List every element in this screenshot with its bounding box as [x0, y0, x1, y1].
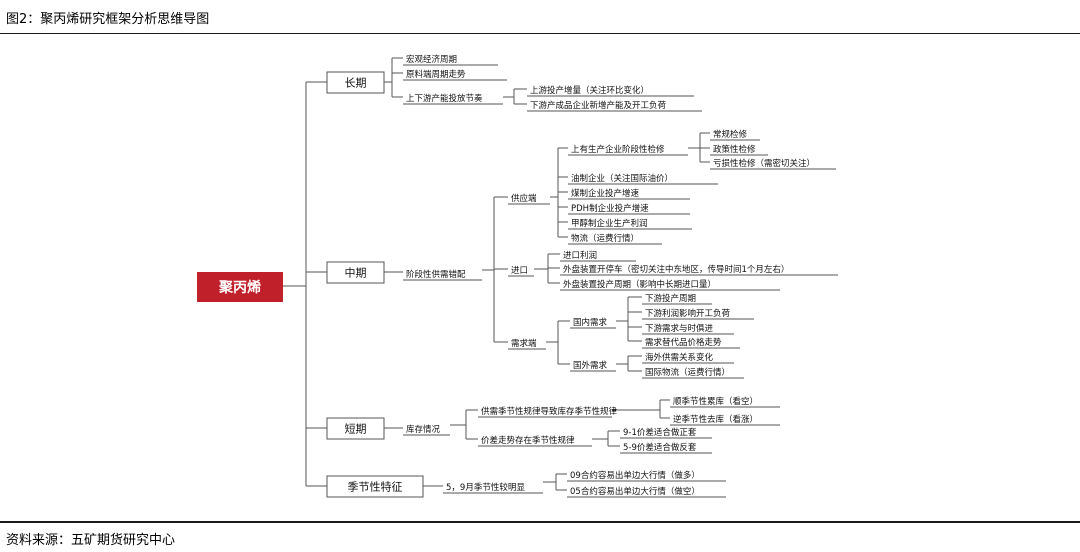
- node-short-term: [326, 417, 385, 440]
- import-start-stop: 外盘装置开停车（密切关注中东地区，传导时间1个月左右）: [563, 264, 789, 275]
- short-sub-inventory: 库存情况: [406, 424, 441, 435]
- import-capacity-cycle: 外盘装置投产周期（影响中长期进口量）: [563, 279, 716, 290]
- node-short-term-label: 短期: [345, 422, 367, 436]
- source-note: 资料来源：五矿期货研究中心: [6, 533, 176, 548]
- node-seasonal: [326, 475, 424, 498]
- mid-sub-mismatch: 阶段性供需错配: [406, 269, 466, 280]
- domestic-profit-load: 下游利润影响开工负荷: [645, 308, 731, 319]
- root-label: 聚丙烯: [218, 279, 261, 296]
- supply-methanol: 甲醇制企业生产利润: [571, 218, 648, 229]
- short-inventory-seasonality: 供需季节性规律导致库存季节性规律: [481, 406, 618, 417]
- long-item-macro-cycle: 宏观经济周期: [406, 54, 457, 65]
- seasonal-09-long: 09合约容易出单边大行情（做多）: [570, 470, 700, 481]
- domestic-substitute-price: 需求替代品价格走势: [645, 337, 722, 348]
- mid-supply: 供应端: [511, 193, 537, 204]
- long-pace-upstream: 上游投产增量（关注环比变化）: [530, 85, 649, 96]
- foreign-supply-demand: 海外供需关系变化: [645, 352, 714, 363]
- demand-foreign: 国外需求: [573, 360, 608, 371]
- supply-logistics: 物流（运费行情）: [571, 233, 639, 244]
- long-item-capacity-pace: 上下游产能投放节奏: [406, 93, 483, 104]
- mid-demand: 需求端: [511, 338, 537, 349]
- short-stock-build: 顺季节性累库（看空）: [673, 396, 758, 407]
- mid-import: 进口: [511, 266, 528, 276]
- short-spread-5-9: 5-9价差适合做反套: [623, 442, 697, 453]
- domestic-demand-evolving: 下游需求与时俱进: [645, 323, 714, 334]
- node-mid-term: [326, 261, 385, 284]
- root-node: [197, 272, 283, 302]
- connector-lines: [283, 57, 838, 498]
- long-pace-downstream: 下游产成品企业新增产能及开工负荷: [530, 100, 667, 111]
- node-seasonal-label: 季节性特征: [348, 480, 403, 494]
- domestic-capacity-cycle: 下游投产周期: [645, 293, 696, 304]
- short-stock-draw: 逆季节性去库（看涨）: [673, 414, 758, 425]
- maint-loss: 亏损性检修（需密切关注）: [713, 158, 815, 169]
- seasonal-sub: 5，9月季节性较明显: [446, 482, 525, 493]
- node-long-term-label: 长期: [345, 77, 367, 90]
- bottom-divider: [0, 521, 1080, 523]
- short-spread-9-1: 9-1价差适合做正套: [623, 427, 697, 438]
- short-spread-seasonality: 价差走势存在季节性规律: [481, 435, 575, 446]
- figure-title: 图2：聚丙烯研究框架分析思维导图: [6, 12, 210, 27]
- long-item-feedstock-cycle: 原料端周期走势: [406, 69, 466, 80]
- supply-maintenance: 上有生产企业阶段性检修: [571, 144, 665, 155]
- demand-domestic: 国内需求: [573, 317, 608, 328]
- seasonal-05-short: 05合约容易出单边大行情（做空）: [570, 486, 700, 497]
- supply-oil: 油制企业（关注国际油价）: [571, 173, 673, 184]
- node-long-term: [326, 71, 385, 94]
- maint-policy: 政策性检修: [713, 144, 756, 155]
- supply-pdh: PDH制企业投产增速: [571, 203, 649, 214]
- top-divider: [0, 33, 1080, 34]
- supply-coal: 煤制企业投产增速: [571, 188, 640, 199]
- foreign-logistics: 国际物流（运费行情）: [645, 367, 730, 378]
- node-mid-term-label: 中期: [345, 267, 367, 280]
- maint-routine: 常规检修: [713, 129, 748, 140]
- import-profit: 进口利润: [563, 250, 597, 261]
